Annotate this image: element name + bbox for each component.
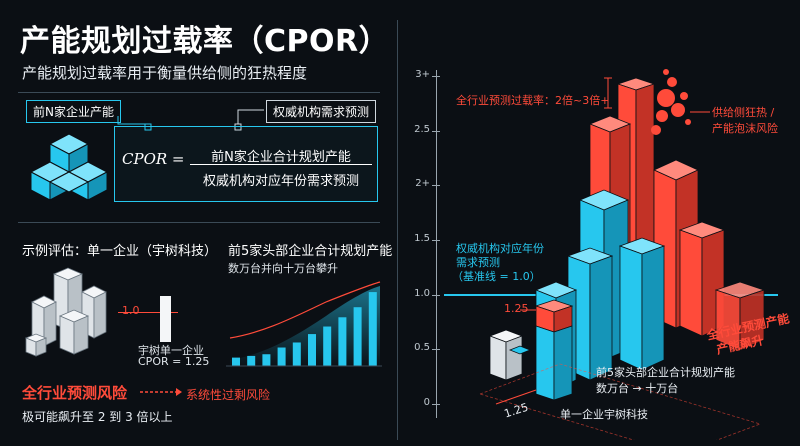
top5-bar [247, 355, 256, 366]
y-tick-mark [432, 294, 440, 296]
baseline-value-label: 1.0 [122, 304, 140, 317]
formula-numerator: 前N家企业合计规划产能 [211, 150, 351, 165]
formula-denominator: 权威机构对应年份需求预测 [202, 174, 359, 189]
top5-bar [292, 342, 301, 366]
top5-right-label-2: 数万台 → 十万台 [596, 382, 679, 395]
bubble-cluster [651, 69, 691, 135]
y-tick-mark [432, 404, 440, 405]
authority-demand-tag: 权威机构需求预测 [266, 100, 377, 123]
formula-symbol: CPOR = [122, 150, 185, 168]
y-tick-label: 3+ [415, 69, 430, 80]
right-y-axis [436, 70, 437, 418]
cube-stack-icon [29, 133, 109, 201]
top5-bar [262, 354, 271, 366]
divider-middle [18, 222, 380, 223]
top5-subheading: 数万台并向十万台攀升 [228, 262, 338, 275]
top5-bar [308, 334, 316, 366]
y-tick-mark [432, 185, 440, 187]
y-tick-label: 0.5 [414, 342, 430, 354]
page-title: 产能规划过载率（CPOR） [20, 24, 390, 59]
y-tick-mark [432, 349, 440, 351]
floor-outline [478, 363, 762, 440]
top5-trend-line [229, 281, 381, 339]
top5-bar [277, 347, 286, 366]
top5-bar [232, 357, 240, 366]
top5-bar [338, 317, 347, 366]
bubble-label-2: 产能泡沫风险 [712, 122, 778, 135]
y-tick-label: 2.5 [414, 123, 430, 135]
example-heading: 示例评估：单一企业（宇树科技） [22, 244, 218, 259]
y-tick-mark [432, 240, 440, 241]
y-tick-label: 0 [423, 397, 430, 408]
top5-bar [353, 307, 362, 366]
marker-125-label: 1.25 [504, 302, 529, 315]
top5-right-label-1: 前5家头部企业合计规划产能 [596, 366, 735, 379]
floor-marker-line [495, 389, 537, 405]
single-enterprise-right-label: 单一企业宇树科技 [560, 408, 648, 421]
forecast-label: 全行业预测过载率：2倍~3倍+ [456, 94, 610, 107]
arrow-right-icon [140, 388, 182, 396]
y-tick-mark [432, 76, 440, 77]
baseline-label-1: 权威机构对应年份 [456, 242, 544, 255]
n-enterprise-capacity-tag: 前N家企业产能 [26, 100, 121, 123]
baseline-label-2: 需求预测 [456, 256, 500, 269]
top5-bar-chart [226, 281, 382, 367]
city-buildings-icon [24, 267, 107, 357]
top5-heading: 前5家头部企业合计规划产能 [228, 244, 393, 259]
skyline-scene [478, 69, 766, 440]
risk-heading: 全行业预测风险 [22, 384, 128, 402]
top5-bar [368, 292, 377, 366]
baseline-label-3: （基准线 = 1.0） [452, 270, 541, 283]
y-tick-label: 2+ [415, 178, 430, 190]
divider-vertical [397, 20, 398, 440]
single-enterprise-cpor: CPOR = 1.25 [138, 355, 210, 368]
single-enterprise-caption: 宇树单一企业 [138, 344, 204, 357]
divider-top [18, 92, 380, 93]
formula-fraction-bar [190, 164, 372, 165]
risk-description: 极可能飙升至 2 到 3 倍以上 [22, 410, 173, 424]
page-subtitle: 产能规划过载率用于衡量供给侧的狂热程度 [22, 64, 308, 82]
y-tick-label: 1.0 [414, 287, 430, 299]
risk-arrow-text: 系统性过剩风险 [186, 388, 271, 402]
baseline-red-line [118, 312, 178, 313]
y-tick-label: 1.5 [414, 233, 430, 244]
top5-bar [323, 326, 332, 366]
bubble-label-1: 供给侧狂热 / [712, 106, 775, 119]
single-enterprise-bar [160, 296, 171, 342]
top5-bars [232, 292, 377, 366]
y-tick-mark [432, 130, 440, 132]
